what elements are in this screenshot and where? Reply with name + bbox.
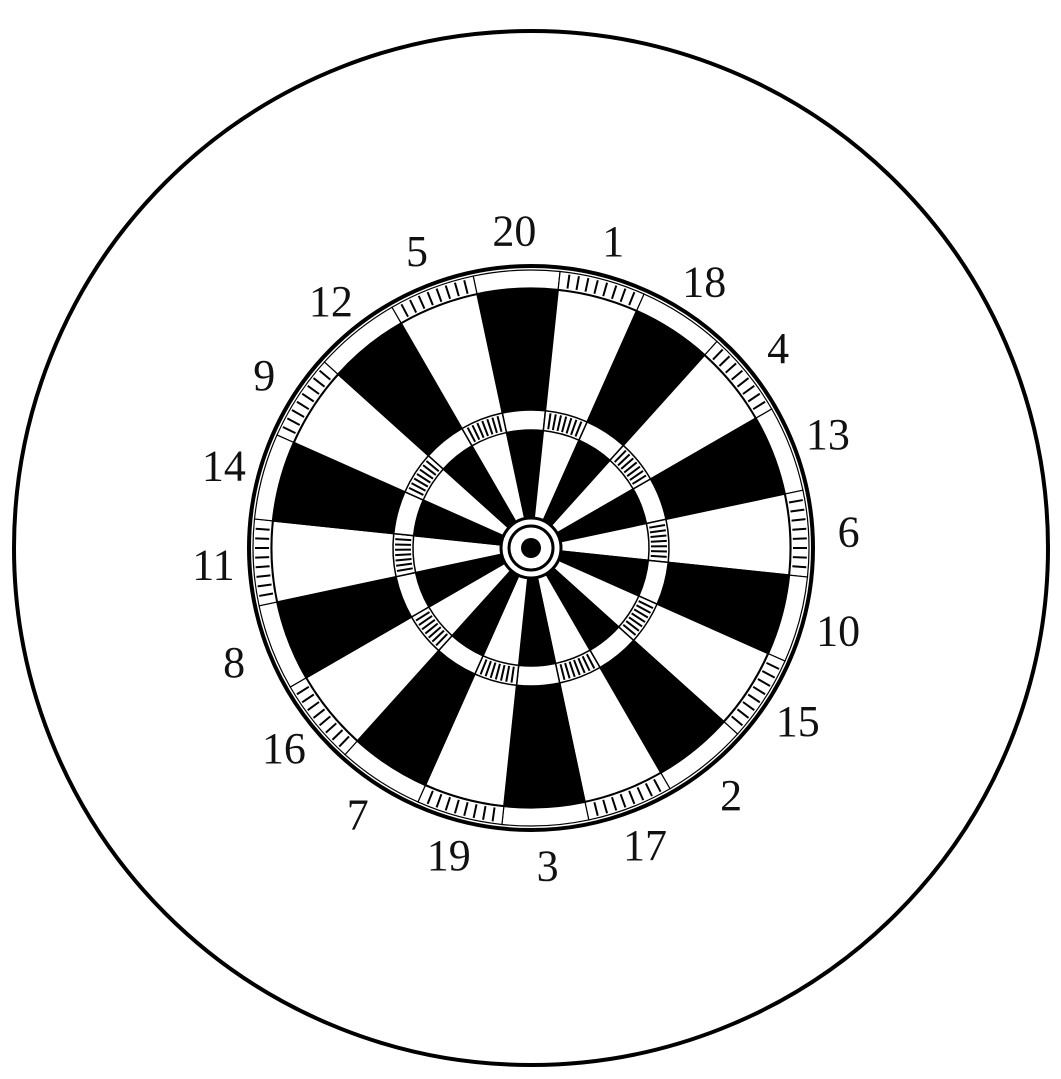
double-hatch <box>256 566 270 567</box>
label-13: 13 <box>806 410 850 459</box>
label-15: 15 <box>776 697 820 746</box>
treble-20 <box>502 410 545 433</box>
label-19: 19 <box>427 831 471 880</box>
label-10: 10 <box>816 606 860 655</box>
label-5: 5 <box>406 227 428 276</box>
label-12: 12 <box>309 277 353 326</box>
label-20: 20 <box>492 206 536 255</box>
label-14: 14 <box>202 442 246 491</box>
dartboard <box>249 266 813 830</box>
label-18: 18 <box>682 257 726 306</box>
double-hatch <box>256 529 270 530</box>
label-11: 11 <box>192 541 234 590</box>
treble-3 <box>517 663 560 686</box>
double-hatch <box>792 529 806 530</box>
label-17: 17 <box>623 821 667 870</box>
label-16: 16 <box>262 724 306 773</box>
label-4: 4 <box>767 324 789 373</box>
bullseye <box>521 538 541 558</box>
treble-hatch <box>395 539 411 540</box>
label-1: 1 <box>602 217 624 266</box>
label-6: 6 <box>838 507 860 556</box>
treble-hatch <box>651 541 667 542</box>
label-8: 8 <box>223 638 245 687</box>
label-2: 2 <box>720 771 742 820</box>
label-3: 3 <box>537 842 559 891</box>
label-7: 7 <box>347 791 369 840</box>
label-9: 9 <box>253 351 275 400</box>
double-hatch <box>792 566 806 567</box>
treble-hatch <box>395 554 411 555</box>
treble-hatch <box>651 556 667 557</box>
